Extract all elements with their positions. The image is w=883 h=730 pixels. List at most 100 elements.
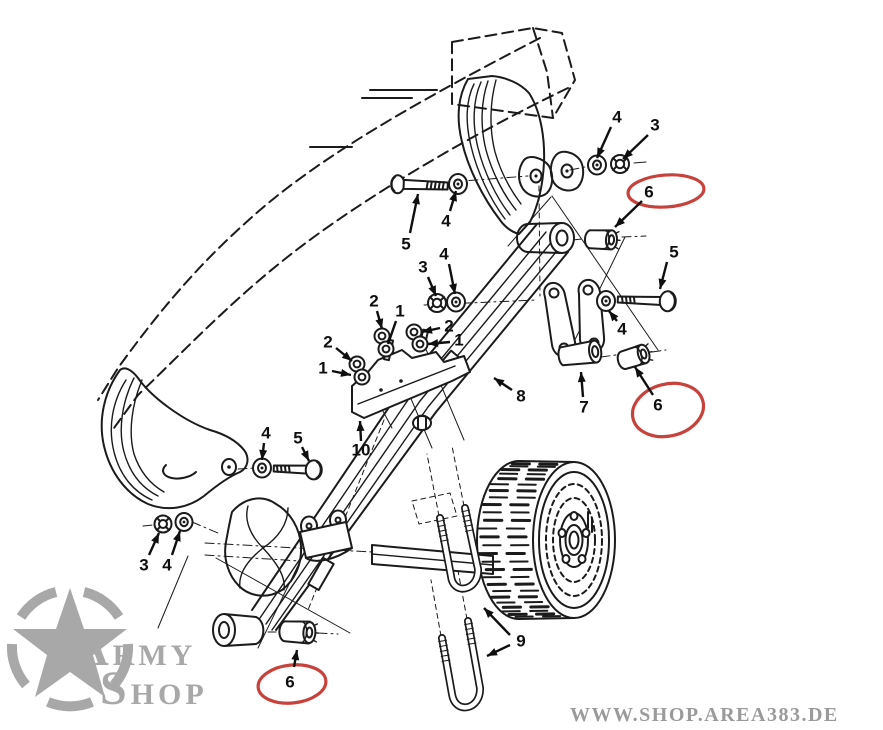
callout-label: 6 [285, 673, 294, 692]
differential-housing [224, 497, 303, 597]
callout-2: 2 [421, 317, 454, 336]
drum-hub [564, 524, 584, 556]
callout-4: 4 [595, 108, 622, 159]
callout-7: 7 [577, 371, 589, 417]
callout-4: 4 [162, 530, 182, 575]
washer [448, 173, 468, 195]
washer [252, 457, 272, 479]
callout-5: 5 [293, 429, 311, 462]
watermark-word-army: ARMY [74, 623, 196, 676]
locknut [610, 154, 630, 174]
callout-label: 2 [323, 333, 332, 352]
watermark-word-shop: SHOP [100, 662, 208, 715]
highlight-ellipse [626, 173, 706, 209]
callout-label: 10 [352, 441, 371, 460]
star-circle-arc [6, 643, 30, 689]
callout-9: 9 [483, 607, 526, 658]
callout-label: 5 [401, 235, 410, 254]
callout-5: 5 [401, 193, 420, 254]
frame-speed-lines [309, 89, 438, 148]
axle [204, 492, 494, 597]
bushing-rear [278, 620, 320, 645]
highlight-ellipse [630, 381, 706, 439]
callout-label: 4 [439, 245, 449, 264]
drum-tread-hatching [477, 462, 562, 618]
spring-front-eye [516, 222, 575, 254]
army-star-icon [13, 588, 127, 697]
spring-clip [307, 557, 335, 591]
callout-1: 1 [427, 331, 464, 350]
callout-2: 2 [369, 292, 384, 330]
shop-url: WWW.SHOP.AREA383.DE [570, 704, 839, 726]
callout-label: 4 [162, 556, 172, 575]
star-circle-arc [82, 587, 124, 620]
callout-label: 5 [293, 429, 302, 448]
callout-6: 6 [614, 183, 654, 228]
axle-seat-bracket [299, 509, 353, 562]
clamp-nut-pair [373, 327, 395, 358]
clamp-nut-pair [405, 323, 429, 353]
lug-nut [581, 528, 591, 538]
star-circle-arc [110, 643, 134, 689]
brake-drum [476, 460, 616, 620]
callout-label: 1 [454, 331, 463, 350]
bushing-shackle [616, 343, 654, 370]
u-bolt-threads [464, 622, 477, 645]
locknut [153, 514, 173, 534]
washer [587, 154, 607, 176]
callout-label: 4 [617, 320, 627, 339]
callout-label: 3 [139, 556, 148, 575]
callout-label: 1 [318, 359, 327, 378]
callout-label: 1 [395, 302, 404, 321]
clamp-nut-pair [348, 355, 371, 386]
callout-label: 8 [516, 387, 525, 406]
callout-label: 4 [261, 424, 271, 443]
bushing-front [583, 229, 621, 251]
callout-4: 4 [259, 424, 271, 461]
lug-nut [569, 511, 579, 521]
callout-5: 5 [658, 243, 679, 290]
callout-label: 9 [516, 632, 525, 651]
star-circle-arc [16, 587, 58, 620]
callout-6: 6 [285, 649, 300, 692]
callout-label: 4 [612, 108, 622, 127]
shackle-bolt [616, 290, 677, 313]
u-bolt-threads [461, 509, 474, 532]
callout-4: 4 [608, 310, 627, 339]
spring-rear-eye [212, 613, 265, 647]
callout-label: 2 [369, 292, 378, 311]
washer [596, 290, 616, 312]
callout-label: 4 [441, 212, 451, 231]
callout-label: 2 [444, 317, 453, 336]
u-bolt-threads [438, 639, 451, 662]
callout-2: 2 [323, 333, 353, 362]
shackle [543, 278, 606, 367]
lug-nut [557, 528, 567, 538]
highlight-ellipse [256, 663, 328, 705]
callout-label: 7 [579, 398, 588, 417]
callout-4: 4 [441, 190, 458, 231]
hardware [153, 154, 677, 534]
callout-6: 6 [633, 366, 663, 415]
star-circle-arc [46, 697, 94, 712]
callout-label: 6 [653, 396, 662, 415]
u-bolts [436, 504, 484, 712]
callout-3: 3 [622, 116, 660, 160]
locknut [427, 293, 447, 313]
callout-label: 3 [650, 116, 659, 135]
frame-rail [97, 27, 576, 429]
front-hanger-bracket [457, 75, 585, 235]
lug-nut [577, 554, 587, 564]
callout-label: 3 [418, 258, 427, 277]
u-bolt-threads [436, 519, 449, 542]
callout-3: 3 [418, 258, 438, 297]
rear-hanger-bracket [100, 367, 249, 510]
washer [174, 512, 194, 532]
callout-1: 1 [318, 359, 352, 378]
highlight-circles [256, 173, 706, 705]
callout-label: 6 [644, 183, 653, 202]
callout-1: 1 [386, 302, 405, 345]
